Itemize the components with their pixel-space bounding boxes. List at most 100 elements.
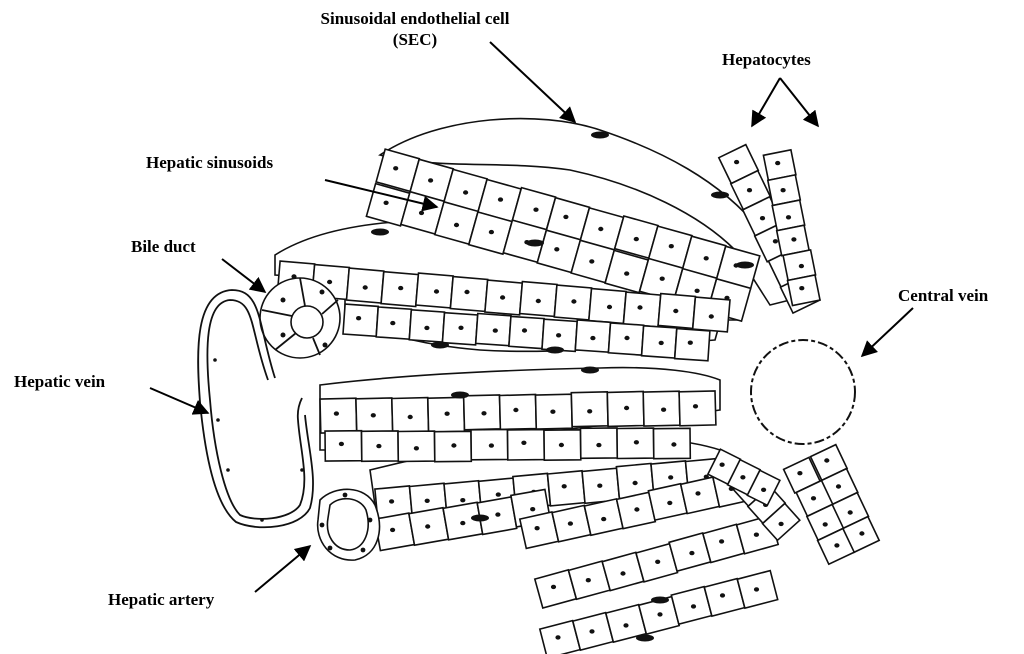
hepatocyte-nucleus <box>607 305 612 309</box>
arrow-hepatocytes-right <box>780 78 818 126</box>
hepatocyte-cell <box>548 471 586 506</box>
hepatocyte-nucleus <box>704 256 709 260</box>
hepatocyte-nucleus <box>637 305 642 309</box>
hepatocyte-nucleus <box>859 531 864 535</box>
arrow-bile-duct <box>222 259 265 292</box>
label-hepatic-sinusoids: Hepatic sinusoids <box>146 152 273 173</box>
hepatocyte-nucleus <box>371 413 376 417</box>
hepatocyte-nucleus <box>568 521 573 525</box>
hepatocyte-nucleus <box>624 271 629 275</box>
hepatocyte-nucleus <box>660 277 665 281</box>
hepatocyte-nucleus <box>460 498 465 502</box>
hepatocyte-nucleus <box>836 484 841 488</box>
hepatocyte-nucleus <box>848 510 853 514</box>
hepatocyte-nucleus <box>597 484 602 488</box>
hepatocyte-nucleus <box>389 499 394 503</box>
label-central-vein: Central vein <box>898 285 988 306</box>
hepatocyte-nucleus <box>720 463 725 467</box>
hepatocyte-nucleus <box>327 280 332 284</box>
hepatocyte-nucleus <box>634 440 639 444</box>
hepatocyte-nucleus <box>493 328 498 332</box>
hepatocyte-nucleus <box>834 543 839 547</box>
hepatocyte-nucleus <box>781 188 786 192</box>
hepatocyte-cell <box>675 329 710 361</box>
hepatocyte-nucleus <box>693 404 698 408</box>
hepatocyte-nucleus <box>587 409 592 413</box>
hepatocyte-nucleus <box>334 411 339 415</box>
hepatocyte-cell <box>509 316 544 348</box>
hepatocyte-nucleus <box>589 259 594 263</box>
hepatocyte-nucleus <box>633 481 638 485</box>
hepatocyte-nucleus <box>799 286 804 290</box>
hepatocyte-cell <box>679 391 716 426</box>
hepatocyte-nucleus <box>634 237 639 241</box>
hepatocyte-nucleus <box>773 239 778 243</box>
sec-nucleus <box>736 262 754 269</box>
hepatocyte-nucleus <box>556 333 561 337</box>
hepatocyte-nucleus <box>601 517 606 521</box>
hepatocyte-nucleus <box>419 211 424 215</box>
label-hepatic-vein: Hepatic vein <box>14 371 105 392</box>
sec-nucleus <box>636 635 654 642</box>
hepatocyte-nucleus <box>620 571 625 575</box>
hepatocyte-nucleus <box>596 443 601 447</box>
hepatocyte-nucleus <box>522 328 527 332</box>
label-bile-duct: Bile duct <box>131 236 196 257</box>
hepatocyte-nucleus <box>623 623 628 627</box>
hepatocyte-nucleus <box>669 244 674 248</box>
label-hepatic-artery: Hepatic artery <box>108 589 214 610</box>
hepatocyte-nucleus <box>709 314 714 318</box>
hepatocyte-nucleus <box>659 341 664 345</box>
hepatocyte-nucleus <box>463 190 468 194</box>
hepatocyte-nucleus <box>356 316 361 320</box>
hepatocyte-nucleus <box>589 629 594 633</box>
hepatocyte-nucleus <box>624 336 629 340</box>
hepatocyte-nucleus <box>695 289 700 293</box>
hepatocyte-nucleus <box>498 197 503 201</box>
hepatocyte-nucleus <box>339 442 344 446</box>
hepatocyte-cell <box>343 304 378 336</box>
hepatocyte-nucleus <box>424 326 429 330</box>
hepatocyte-nucleus <box>673 309 678 313</box>
hepatocyte-nucleus <box>797 471 802 475</box>
hepatocyte-nucleus <box>425 524 430 528</box>
hepatocyte-nucleus <box>489 230 494 234</box>
hepatocyte-nucleus <box>823 522 828 526</box>
hepatocyte-nucleus <box>624 406 629 410</box>
hepatocyte-cell <box>623 292 660 327</box>
hepatocyte-nucleus <box>500 295 505 299</box>
hepatocyte-nucleus <box>464 290 469 294</box>
hepatocyte-nucleus <box>496 492 501 496</box>
hepatocyte-nucleus <box>667 501 672 505</box>
hepatocyte-nucleus <box>719 539 724 543</box>
hepatocyte-nucleus <box>720 593 725 597</box>
hepatocyte-nucleus <box>363 285 368 289</box>
sec-nucleus <box>471 515 489 522</box>
hepatocyte-nucleus <box>760 216 765 220</box>
hepatocyte-nucleus <box>786 215 791 219</box>
hepatocyte-nucleus <box>799 264 804 268</box>
hepatocyte-nucleus <box>495 512 500 516</box>
hepatocyte-nucleus <box>390 321 395 325</box>
hepatocyte-nucleus <box>550 410 555 414</box>
sec-nucleus <box>371 229 389 236</box>
hepatocyte-nucleus <box>571 299 576 303</box>
hepatocyte-nucleus <box>454 223 459 227</box>
sec-nucleus <box>451 392 469 399</box>
hepatocyte-nucleus <box>661 408 666 412</box>
hepatocyte-nucleus <box>586 578 591 582</box>
hepatocyte-nucleus <box>533 208 538 212</box>
hepatocyte-nucleus <box>393 166 398 170</box>
hepatocyte-nucleus <box>671 442 676 446</box>
hepatocyte-nucleus <box>489 443 494 447</box>
hepatic-artery-structure <box>318 489 380 560</box>
hepatocyte-nucleus <box>779 522 784 526</box>
hepatocyte-nucleus <box>688 341 693 345</box>
label-hepatocytes: Hepatocytes <box>722 49 811 70</box>
hepatocyte-nucleus <box>555 635 560 639</box>
hepatocyte-nucleus <box>434 289 439 293</box>
hepatocyte-nucleus <box>384 201 389 205</box>
hepatocyte-nucleus <box>376 444 381 448</box>
